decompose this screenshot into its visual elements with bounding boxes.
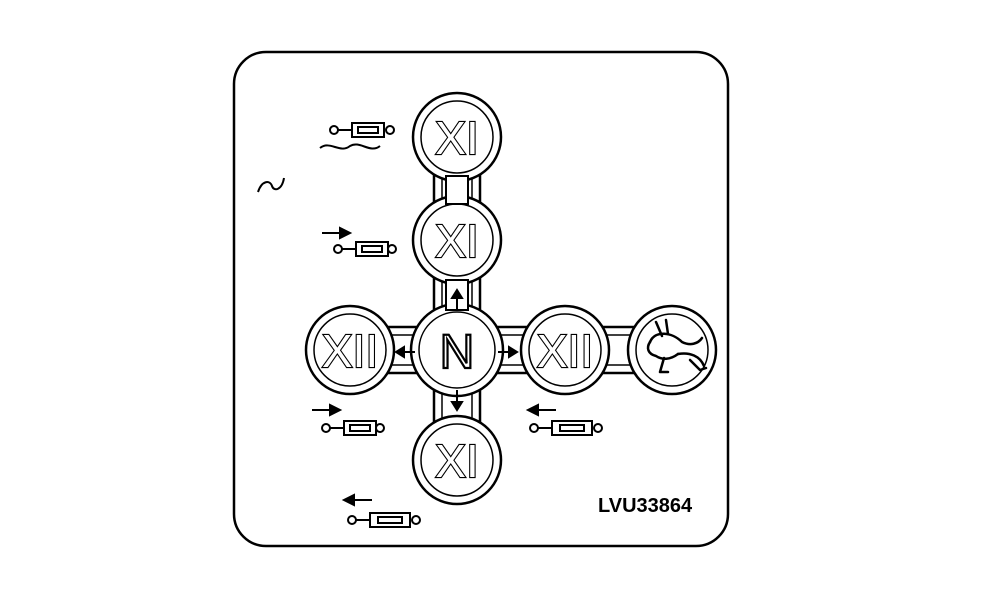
position-label-top: XI [435, 112, 478, 164]
position-label-bottom: XI [435, 435, 478, 487]
water-wave-icon [319, 143, 381, 150]
position-circles [304, 91, 718, 506]
position-label-right: XII [537, 325, 593, 377]
propeller-shaft-icon-top [319, 122, 395, 150]
propeller-shaft-icon-bottom [341, 493, 421, 528]
propeller-shaft-icon-upper [322, 226, 397, 257]
position-label-neutral: N [440, 326, 475, 379]
position-label-upper: XI [435, 215, 478, 267]
propeller-shaft-icon-lower-left [312, 403, 385, 436]
shift-direction-arrows [394, 288, 519, 412]
rabbit-icon [646, 318, 708, 374]
figure-code: LVU33864 [598, 495, 693, 517]
tilde-icon [257, 177, 285, 193]
propeller-shaft-icon-lower-right [525, 403, 603, 436]
position-label-left: XII [322, 325, 378, 377]
